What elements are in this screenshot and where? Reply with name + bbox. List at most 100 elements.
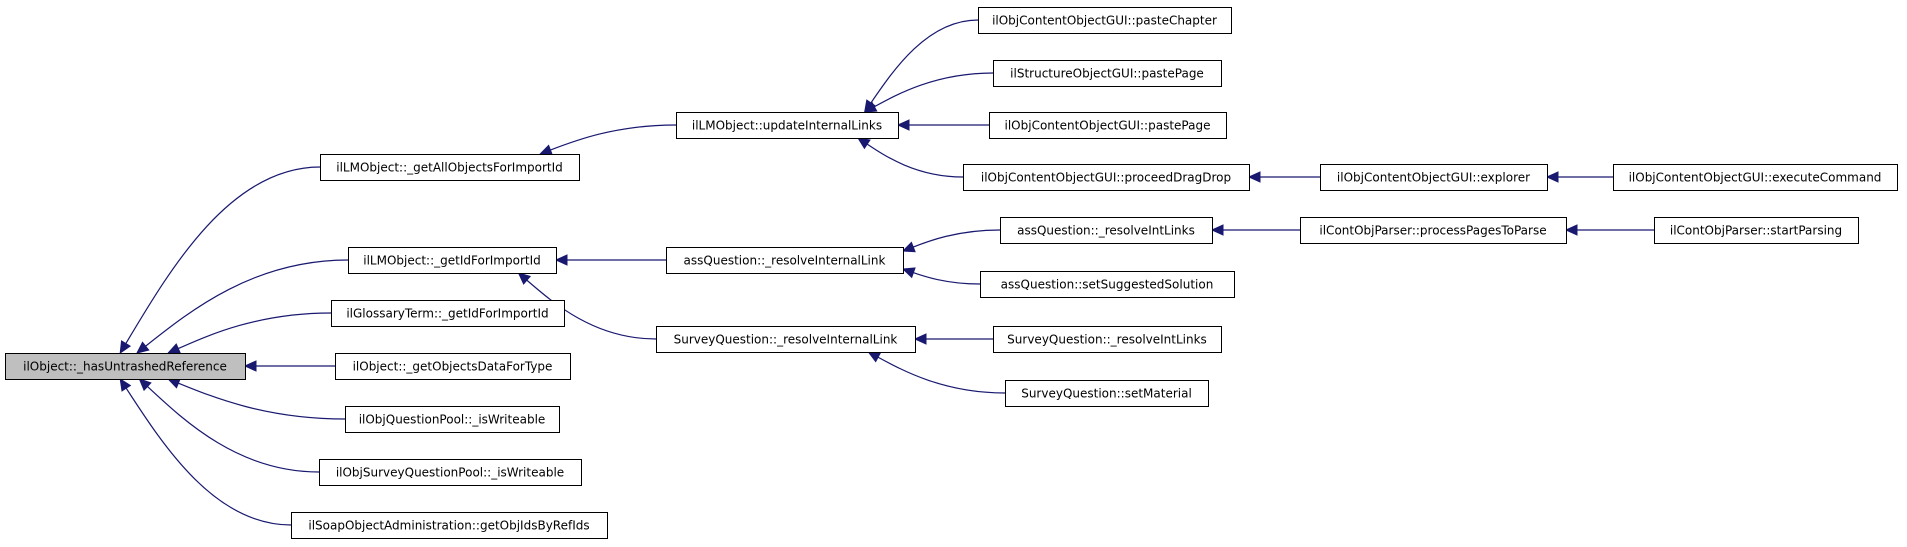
node-box[interactable] [1613,164,1898,191]
node-box[interactable] [331,300,565,327]
edge-parser_start-to-parser_process [1564,224,1655,236]
edge-gloss_getId-to-root [167,312,332,354]
arrowhead-icon [119,377,132,392]
node-coc_dragDrop[interactable]: ilObjContentObjectGUI::proceedDragDrop [963,164,1250,191]
node-lm_getAll[interactable]: ilLMObject::_getAllObjectsForImportId [320,154,580,181]
node-box[interactable] [1005,380,1209,407]
node-label: ilGlossaryTerm::_getIdForImportId [346,307,548,321]
node-obj_getData[interactable]: ilObject::_getObjectsDataForType [335,353,571,380]
node-coc_explorer[interactable]: ilObjContentObjectGUI::explorer [1320,164,1548,191]
node-parser_start[interactable]: ilContObjParser::startParsing [1654,217,1859,244]
arrowhead-icon [243,360,257,372]
edge-line [873,72,994,108]
arrowhead-icon [901,241,916,253]
edge-line [869,19,979,105]
edge-ass_setSolution-to-ass_resolveLink [901,267,981,285]
arrowhead-icon [913,333,927,345]
node-label: ilContObjParser::processPagesToParse [1319,224,1546,238]
node-box[interactable] [993,326,1222,353]
edge-coc_dragDrop-to-lm_updateLinks [857,137,964,178]
arrowhead-icon [896,119,910,131]
node-coc_pasteChapter[interactable]: ilObjContentObjectGUI::pasteChapter [978,7,1232,34]
edge-line [549,124,677,151]
node-label: ilObject::_getObjectsDataForType [353,360,553,374]
node-label: SurveyQuestion::_resolveInternalLink [674,333,898,347]
node-box[interactable] [345,406,560,433]
arrowhead-icon [1545,171,1559,183]
node-label: ilSoapObjectAdministration::getObjIdsByR… [308,519,589,533]
node-box[interactable] [291,512,608,539]
node-box[interactable] [320,154,580,181]
node-survey_resolveIntLinks[interactable]: SurveyQuestion::_resolveIntLinks [993,326,1222,353]
node-ass_setSolution[interactable]: assQuestion::setSuggestedSolution [980,271,1235,298]
node-survey_resolveLink[interactable]: SurveyQuestion::_resolveInternalLink [656,326,916,353]
edges-layer [119,19,1655,526]
node-coc_execute[interactable]: ilObjContentObjectGUI::executeCommand [1613,164,1898,191]
node-box[interactable] [656,326,916,353]
node-box[interactable] [1654,217,1859,244]
node-label: SurveyQuestion::setMaterial [1021,387,1192,401]
node-coc_pastePage[interactable]: ilObjContentObjectGUI::pastePage [989,112,1227,139]
node-box[interactable] [676,112,899,139]
edge-soap_getIds-to-root [119,377,292,526]
node-box[interactable] [963,164,1250,191]
node-box[interactable] [1300,217,1567,244]
node-label: assQuestion::_resolveIntLinks [1017,224,1195,238]
node-box[interactable] [1320,164,1548,191]
node-qp_writeable[interactable]: ilObjQuestionPool::_isWriteable [345,406,560,433]
arrowhead-icon [901,267,916,279]
node-parser_process[interactable]: ilContObjParser::processPagesToParse [1300,217,1567,244]
node-box[interactable] [348,247,557,274]
arrowhead-icon [517,272,532,285]
edge-coc_explorer-to-coc_dragDrop [1247,171,1321,183]
node-ass_resolveIntLinks[interactable]: assQuestion::_resolveIntLinks [1000,217,1213,244]
edge-line [876,356,1006,394]
node-label: ilObjContentObjectGUI::proceedDragDrop [981,171,1231,185]
node-label: ilLMObject::updateInternalLinks [692,119,882,133]
node-box[interactable] [666,247,904,274]
node-soap_getIds[interactable]: ilSoapObjectAdministration::getObjIdsByR… [291,512,608,539]
node-label: ilLMObject::_getAllObjectsForImportId [336,161,563,175]
node-label: ilObject::_hasUntrashedReference [23,360,227,374]
edge-coc_pasteChapter-to-lm_updateLinks [864,19,979,113]
node-box[interactable] [978,7,1232,34]
edge-lm_getId-to-root [136,259,349,354]
node-ass_resolveLink[interactable]: assQuestion::_resolveInternalLink [666,247,904,274]
arrowhead-icon [138,378,152,392]
node-box[interactable] [993,60,1222,87]
edge-line [525,279,657,340]
node-box[interactable] [980,271,1235,298]
node-sog_pastePage[interactable]: ilStructureObjectGUI::pastePage [993,60,1222,87]
arrowhead-icon [857,137,871,150]
node-label: ilObjContentObjectGUI::pastePage [1005,119,1211,133]
edge-line [177,382,346,420]
edge-line [124,166,321,345]
node-sqp_writeable[interactable]: ilObjSurveyQuestionPool::_isWriteable [319,459,582,486]
node-survey_setMaterial[interactable]: SurveyQuestion::setMaterial [1005,380,1209,407]
node-box[interactable] [989,112,1227,139]
node-label: ilStructureObjectGUI::pastePage [1010,67,1204,81]
node-box[interactable] [335,353,571,380]
node-lm_updateLinks[interactable]: ilLMObject::updateInternalLinks [676,112,899,139]
node-box[interactable] [1000,217,1213,244]
arrowhead-icon [1247,171,1261,183]
node-root[interactable]: ilObject::_hasUntrashedReference [5,353,246,380]
edge-qp_writeable-to-root [167,377,346,420]
node-label: ilObjSurveyQuestionPool::_isWriteable [336,466,564,480]
node-gloss_getId[interactable]: ilGlossaryTerm::_getIdForImportId [331,300,565,327]
edge-line [912,271,981,285]
node-lm_getId[interactable]: ilLMObject::_getIdForImportId [348,247,557,274]
node-box[interactable] [5,353,246,380]
edge-line [125,387,292,526]
node-label: ilObjContentObjectGUI::pasteChapter [992,14,1217,28]
edge-line [866,143,964,178]
node-label: SurveyQuestion::_resolveIntLinks [1007,333,1207,347]
node-label: ilObjContentObjectGUI::explorer [1337,171,1530,185]
node-label: assQuestion::setSuggestedSolution [1001,278,1214,292]
edge-parser_process-to-ass_resolveIntLinks [1210,224,1301,236]
arrowhead-icon [1564,224,1578,236]
node-label: assQuestion::_resolveInternalLink [684,254,886,268]
edge-lm_getAll-to-root [119,166,321,355]
node-box[interactable] [319,459,582,486]
